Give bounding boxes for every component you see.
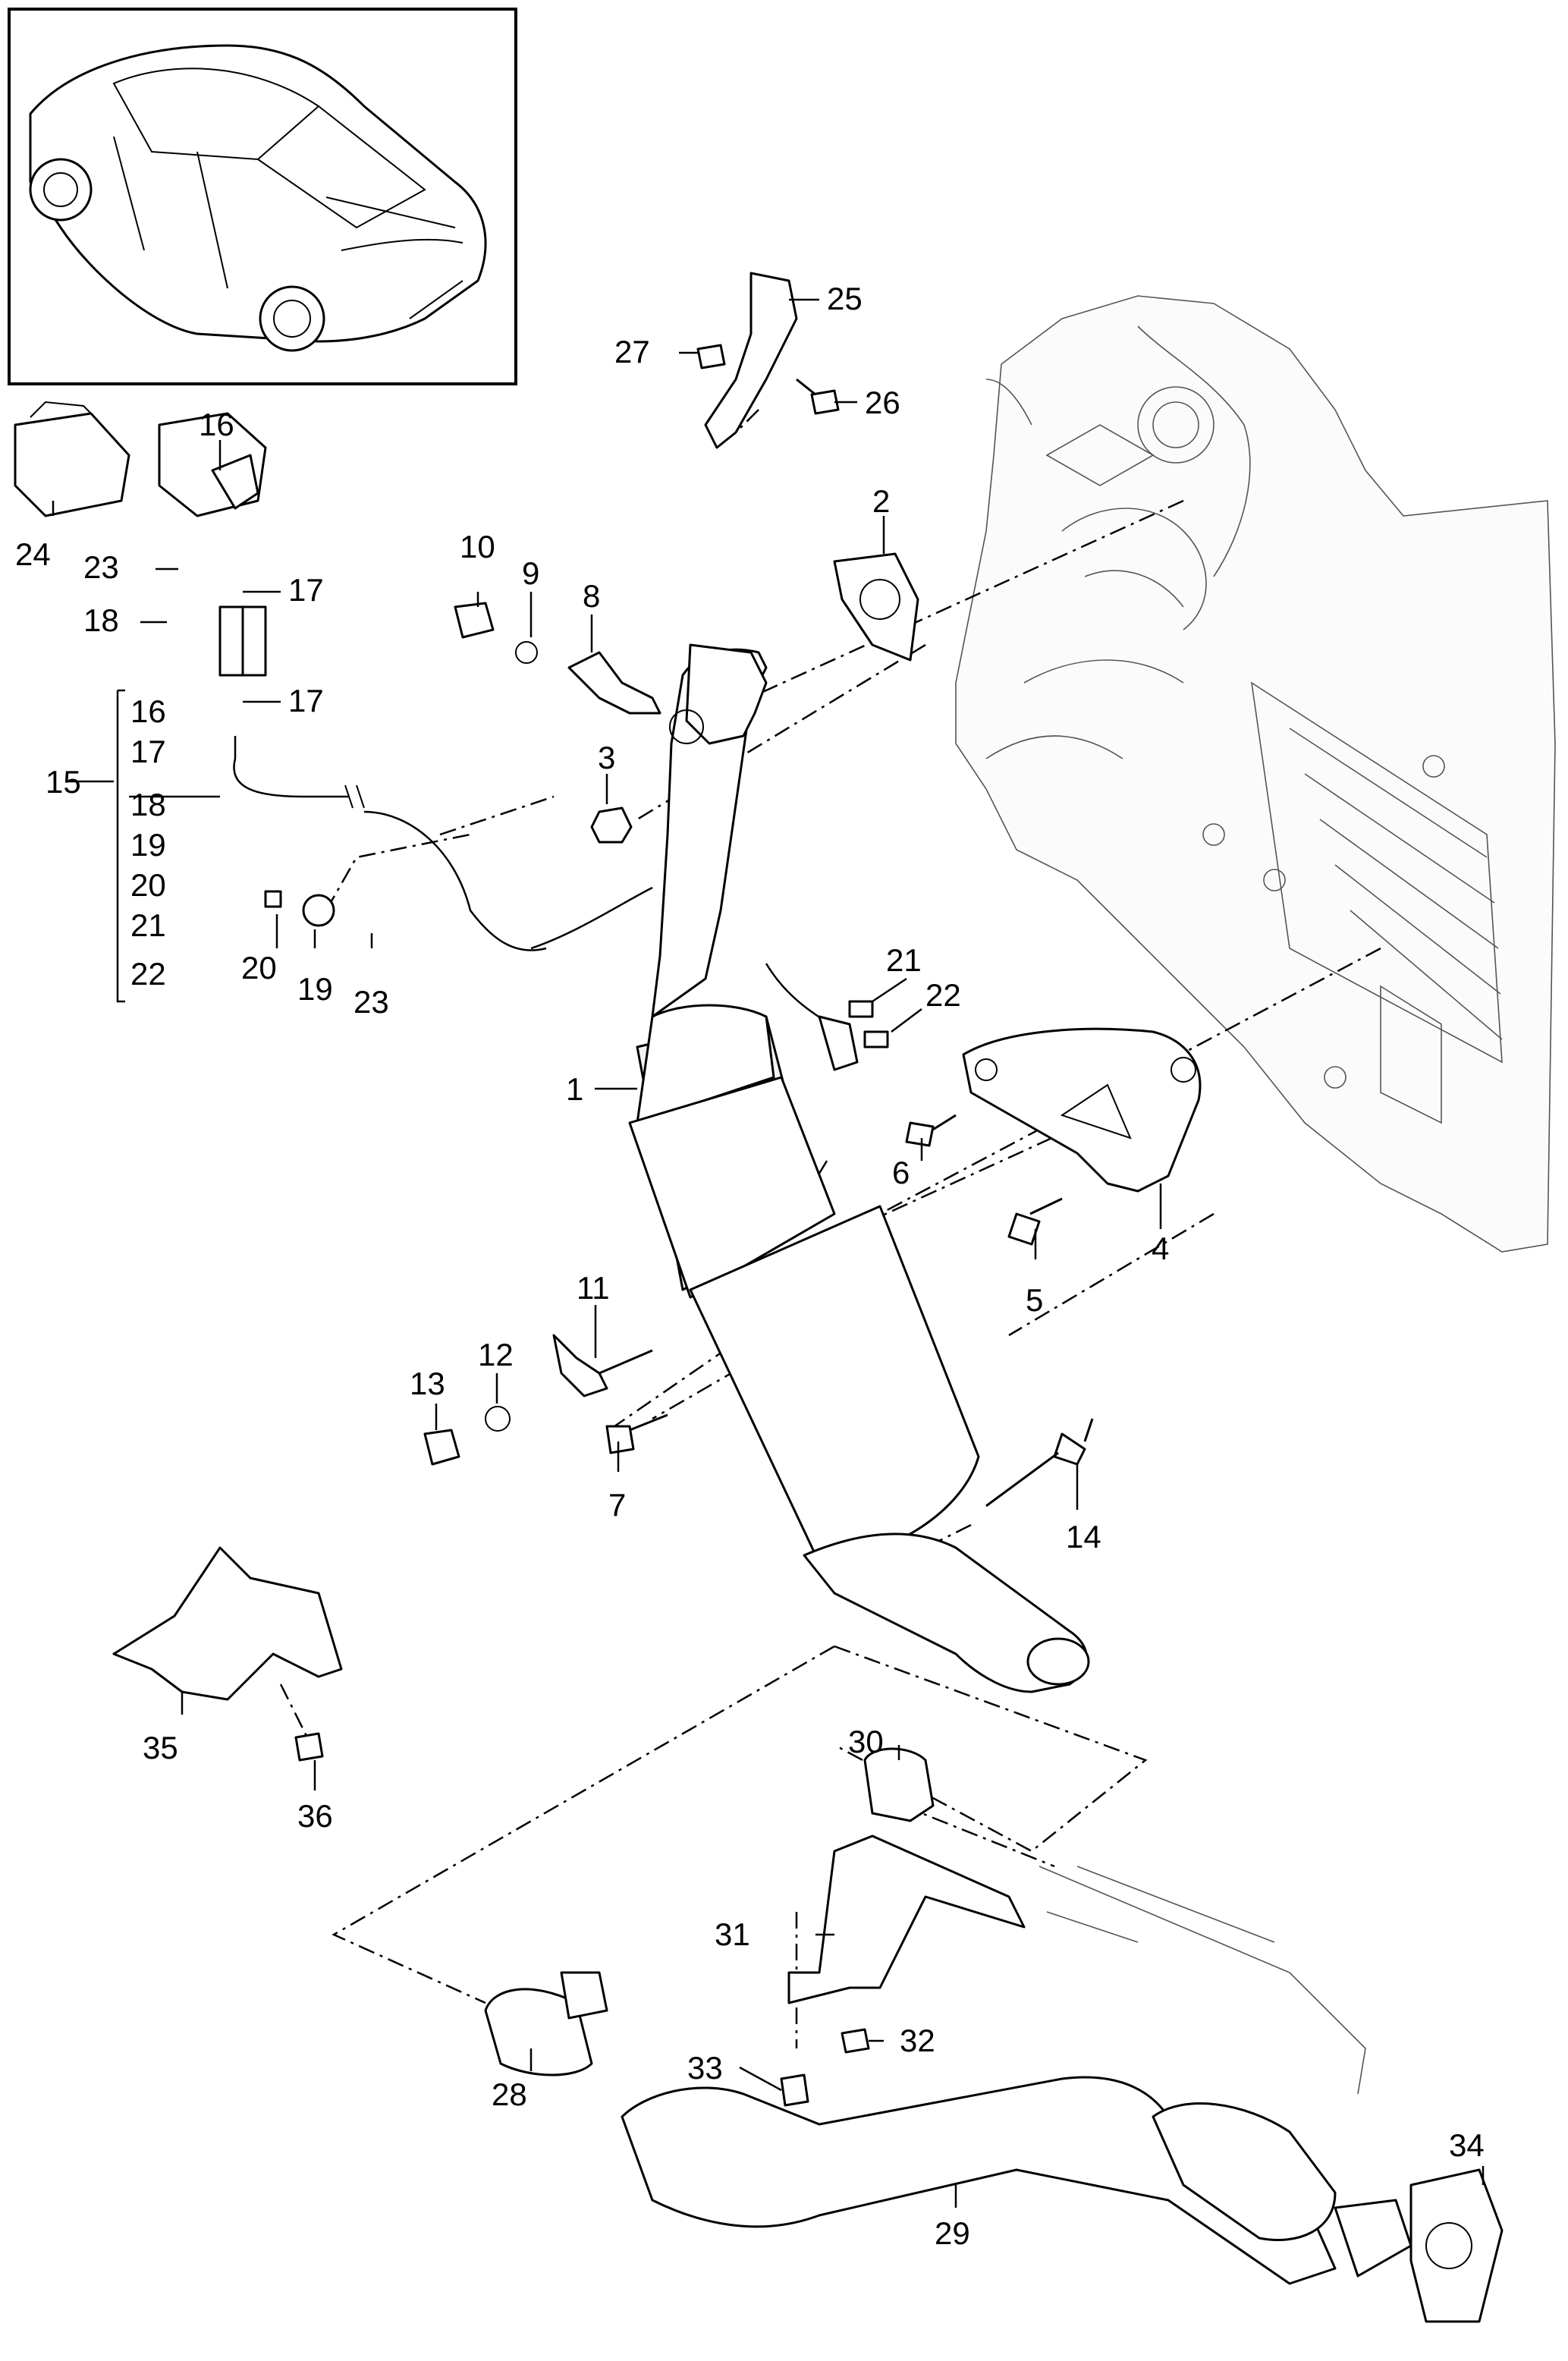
part-34-gasket: [1409, 2168, 1504, 2323]
callout-16: 16: [199, 407, 234, 442]
callout-14: 14: [1066, 1519, 1101, 1555]
callout-10: 10: [460, 529, 495, 564]
part-31-bracket: [787, 1834, 1026, 2004]
part-7-bolt: [605, 1413, 668, 1454]
kit-item: 16: [130, 693, 166, 729]
part-29-rear-pipe: [621, 2076, 1412, 2285]
part-13-plug: [423, 1429, 460, 1466]
callout-32: 32: [900, 2023, 935, 2058]
callout-31: 31: [715, 1916, 750, 1952]
callout-15: 15: [46, 764, 81, 800]
fasteners: [423, 602, 1094, 1507]
callout-4: 4: [1152, 1231, 1169, 1266]
part-9-washer: [515, 641, 539, 664]
part-24-control-unit: [14, 401, 130, 517]
callout-22: 22: [925, 977, 961, 1013]
callout-33: 33: [687, 2050, 723, 2086]
callout-24: 24: [15, 536, 51, 572]
callout-3: 3: [598, 740, 615, 775]
callout-30: 30: [848, 1724, 884, 1759]
part-10-plug: [454, 602, 495, 639]
callout-18: 18: [83, 602, 119, 638]
callout-8: 8: [583, 578, 600, 614]
callout-35: 35: [143, 1730, 178, 1765]
part-8-sensor: [567, 651, 661, 715]
sports-car-icon: [29, 44, 487, 352]
kit-item: 18: [130, 787, 166, 822]
callout-5: 5: [1026, 1282, 1043, 1318]
callout-34: 34: [1449, 2127, 1485, 2163]
callout-36: 36: [297, 1798, 333, 1834]
callout-17b: 17: [288, 683, 324, 718]
part-28-clamp: [484, 1971, 608, 2076]
kit-item: 20: [130, 867, 166, 903]
parts-30-33-hanger: [780, 1747, 1366, 2107]
parts-21-22-connectors: [765, 963, 889, 1071]
callout-12: 12: [478, 1337, 514, 1372]
callout-23b: 23: [354, 984, 389, 1020]
callout-1: 1: [566, 1071, 583, 1107]
part-27-bolt: [696, 344, 726, 369]
kit-item: 22: [130, 956, 166, 992]
callout-27: 27: [614, 334, 650, 369]
part-25-bracket: [696, 272, 840, 449]
callout-21: 21: [886, 942, 922, 978]
kit-item: 19: [130, 827, 166, 863]
callout-labels: 1 2 3 4 5 6 7 8 9 10 11 12 13 14 15 16 1…: [15, 281, 1485, 2251]
callout-26: 26: [865, 385, 900, 420]
callout-13: 13: [410, 1366, 445, 1401]
callout-6: 6: [892, 1155, 910, 1190]
part-3-nut: [590, 806, 633, 844]
kit-item: 17: [130, 734, 166, 769]
callout-11: 11: [577, 1270, 610, 1306]
part-2-gasket: [833, 552, 919, 662]
part-15-sensor-line-kit: [158, 412, 653, 951]
callout-20: 20: [241, 950, 277, 986]
kit-15-contents: 16 17 18 19 20 21 22: [130, 693, 166, 992]
vehicle-thumbnail: [8, 8, 517, 385]
callout-9: 9: [522, 555, 539, 591]
part-12-washer: [485, 1406, 511, 1432]
part-6-bolt: [905, 1114, 957, 1147]
part-36-bolt: [294, 1732, 324, 1762]
leader-lines: [52, 298, 1485, 2208]
part-33-bolt: [780, 2073, 809, 2107]
part-5-bolt: [1007, 1197, 1063, 1246]
callout-17a: 17: [288, 572, 324, 608]
transmission-icon: [955, 295, 1556, 1253]
part-35-heat-shield: [112, 1546, 343, 1762]
part-4-bracket: [962, 1027, 1202, 1193]
callout-2: 2: [872, 483, 890, 519]
callout-19: 19: [297, 971, 333, 1007]
callout-7: 7: [608, 1487, 626, 1523]
part-11-sensor: [552, 1334, 653, 1397]
kit-item: 21: [130, 907, 166, 943]
part-1-catalytic-converter: [628, 643, 1090, 1693]
callout-28: 28: [492, 2076, 527, 2112]
part-30-rubber-mount: [863, 1747, 935, 1822]
part-26-bolt: [796, 378, 840, 415]
callout-25: 25: [827, 281, 863, 316]
part-32-bolt: [841, 2028, 870, 2054]
callout-29: 29: [935, 2215, 970, 2251]
callout-23a: 23: [83, 549, 119, 585]
